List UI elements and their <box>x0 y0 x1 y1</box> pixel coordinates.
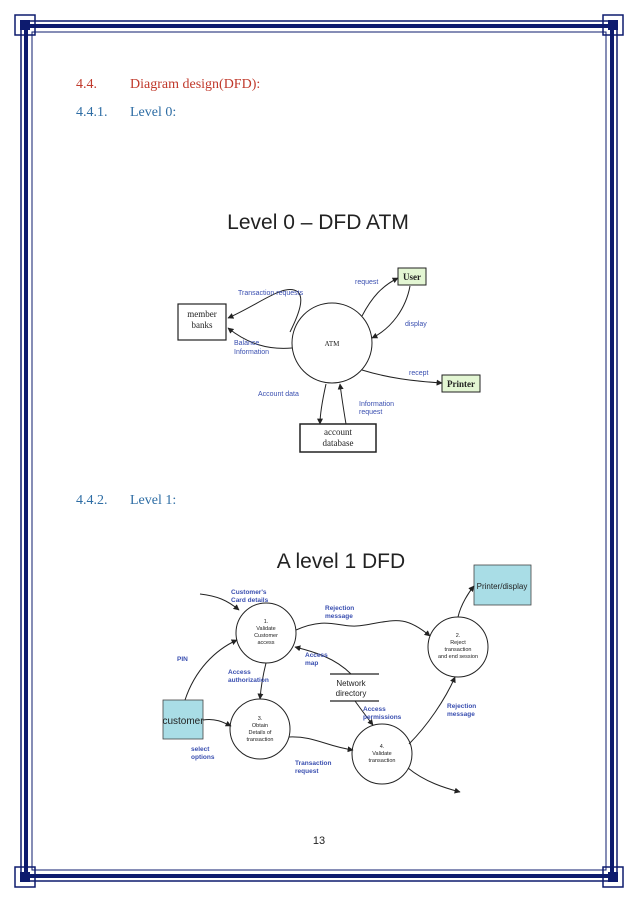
page-number: 13 <box>312 835 326 847</box>
flow-transaction-requests: Transaction requests <box>238 290 304 297</box>
account-database-label-1: account <box>324 427 352 437</box>
flow-select-options-1: select <box>191 746 210 753</box>
process-3-line: 3. <box>258 716 263 722</box>
section-heading-4-4-1: 4.4.1. Level 0: <box>76 105 176 121</box>
process-1-line: Customer <box>254 633 278 639</box>
flow-access-authorization-1: Access <box>228 669 251 676</box>
process-4-line: Validate <box>372 751 391 757</box>
section-heading-4-4: 4.4. Diagram design(DFD): <box>76 77 260 93</box>
flow-display: display <box>405 321 427 328</box>
process-1-line: Validate <box>256 626 275 632</box>
process-2-line: Reject <box>450 640 466 646</box>
flow-card-details-2: Card details <box>231 597 269 604</box>
user-entity-label: User <box>403 272 421 282</box>
section-title: Diagram design(DFD): <box>130 77 261 92</box>
atm-process-circle <box>291 302 373 384</box>
section-title: Level 1: <box>130 493 177 508</box>
flow-balance-1: Balance <box>234 340 259 347</box>
flow-information-request-1: Information <box>359 401 394 408</box>
flow-select-options-2: options <box>191 754 215 761</box>
process-1-line: 1. <box>264 619 269 625</box>
flow-rejection-message-2: Rejection <box>447 703 476 710</box>
section-title: Level 0: <box>130 105 177 120</box>
printer-display-entity <box>473 564 532 606</box>
user-entity <box>397 267 427 286</box>
process-3-line: transaction <box>247 737 274 743</box>
printer-entity-label: Printer <box>447 379 475 389</box>
flow-information-request-2: request <box>359 409 382 416</box>
flow-pin: PIN <box>177 656 188 663</box>
flow-access-permissions-1: Access <box>363 706 386 713</box>
level1-title: A level 1 DFD <box>277 550 405 573</box>
member-banks-entity <box>177 303 227 341</box>
process-4: 4. Validate transaction <box>351 723 413 785</box>
process-4-line: transaction <box>369 758 396 764</box>
flow-access-map-1: Access <box>305 652 328 659</box>
level0-title: Level 0 – DFD ATM <box>227 211 409 234</box>
process-2-line: 2. <box>456 633 461 639</box>
network-directory-label-1: Network <box>336 679 366 688</box>
account-database-entity <box>299 423 377 453</box>
flow-rejection-message-1: Rejection <box>325 605 354 612</box>
process-1: 1. Validate Customer access <box>235 602 297 664</box>
section-number: 4.4.1. <box>76 105 108 120</box>
flow-recept: recept <box>409 370 429 377</box>
process-3-line: Details of <box>249 730 272 736</box>
flow-transaction-request-2: request <box>295 768 319 775</box>
process-3: 3. Obtain Details of transaction <box>229 698 291 760</box>
level0-dfd-diagram: Level 0 – DFD ATM ATM User member banks … <box>177 211 481 453</box>
process-2-line: and end session <box>438 654 478 660</box>
flow-card-details-1: Customer's <box>231 589 267 596</box>
flow-access-map-2: map <box>305 660 318 667</box>
process-4-line: 4. <box>380 744 385 750</box>
flow-rejection-message-2b: message <box>447 711 475 718</box>
section-heading-4-4-2: 4.4.2. Level 1: <box>76 493 176 509</box>
flow-rejection-message-1b: message <box>325 613 353 620</box>
process-1-line: access <box>257 640 274 646</box>
process-2-line: transaction <box>445 647 472 653</box>
network-directory-label-2: directory <box>336 689 367 698</box>
process-2: 2. Reject transaction and end session <box>427 616 489 678</box>
flow-account-data: Account data <box>258 391 299 398</box>
account-database-label-2: database <box>323 438 354 448</box>
section-number: 4.4.2. <box>76 493 108 508</box>
flow-balance-2: Information <box>234 349 269 356</box>
level1-dfd-diagram: A level 1 DFD Printer/display customer N… <box>162 550 532 794</box>
section-number: 4.4. <box>76 77 97 92</box>
member-banks-label-1: member <box>187 309 217 319</box>
flow-transaction-request-1: Transaction <box>295 760 332 767</box>
flow-access-permissions-2: permissions <box>363 714 402 721</box>
customer-label: customer <box>162 716 204 727</box>
flow-request: request <box>355 279 378 286</box>
atm-process-label: ATM <box>325 340 341 348</box>
process-3-line: Obtain <box>252 723 268 729</box>
member-banks-label-2: banks <box>192 320 213 330</box>
flow-access-authorization-2: authorization <box>228 677 269 684</box>
customer-entity <box>162 699 204 740</box>
printer-display-label: Printer/display <box>477 582 528 591</box>
